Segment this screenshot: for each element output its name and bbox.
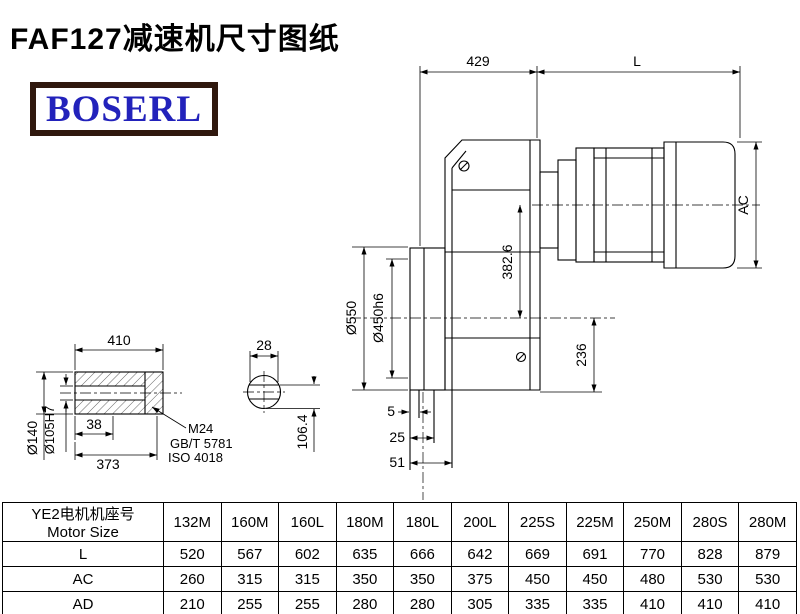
motor-size-header-cn: YE2电机机座号 <box>31 506 135 523</box>
table-cell: 642 <box>450 541 510 567</box>
table-cell: 669 <box>508 541 567 567</box>
table-cell: 450 <box>508 566 567 592</box>
dim-410-label: 410 <box>107 332 131 348</box>
table-cell: 666 <box>393 541 452 567</box>
table-cell: 567 <box>220 541 280 567</box>
table-cell: 260 <box>163 566 222 592</box>
table-cell: 305 <box>450 591 510 614</box>
table-cell: 255 <box>278 591 337 614</box>
dim-140-label: Ø140 <box>24 421 40 455</box>
column-header-280S: 280S <box>680 502 740 542</box>
dim-5-label: 5 <box>387 403 395 419</box>
table-cell: 480 <box>623 566 682 592</box>
table-cell: 350 <box>335 566 395 592</box>
table-cell: 315 <box>220 566 280 592</box>
hollow-shaft <box>74 371 164 415</box>
main-view: 429 L AC 382.6 236 Ø550 <box>343 53 762 500</box>
column-header-225M: 225M <box>565 502 625 542</box>
dim-429-label: 429 <box>466 53 490 69</box>
fan-cover <box>663 141 736 269</box>
row-label-L: L <box>2 541 164 567</box>
dim-51-label: 51 <box>389 454 405 470</box>
brand-logo: BOSERL <box>30 82 218 136</box>
dim-28-label: 28 <box>256 337 272 353</box>
table-cell: 410 <box>623 591 682 614</box>
table-cell: 828 <box>680 541 740 567</box>
column-header-280M: 280M <box>738 502 797 542</box>
dim-550-label: Ø550 <box>343 301 359 335</box>
gearbox-housing <box>444 139 541 391</box>
table-cell: 335 <box>508 591 567 614</box>
shaft-detail-view: 410 38 373 Ø140 <box>24 332 320 472</box>
dim-236-label: 236 <box>573 343 589 367</box>
table-cell: 879 <box>738 541 797 567</box>
bolt-icon <box>515 351 527 363</box>
dim-373-label: 373 <box>96 456 120 472</box>
table-cell: 410 <box>738 591 797 614</box>
table-cell: 350 <box>393 566 452 592</box>
page-title: FAF127减速机尺寸图纸 <box>10 23 340 56</box>
center-lines <box>350 204 760 500</box>
dim-L-label: L <box>633 53 641 69</box>
output-flange <box>409 247 453 470</box>
column-header-250M: 250M <box>623 502 682 542</box>
brand-logo-text: BOSERL <box>45 88 203 130</box>
column-header-225S: 225S <box>508 502 567 542</box>
table-cell: 210 <box>163 591 222 614</box>
shaft-end-view: 28 106.4 <box>243 337 320 452</box>
row-label-AC: AC <box>2 566 164 592</box>
table-cell: 691 <box>565 541 625 567</box>
column-header-180M: 180M <box>335 502 395 542</box>
table-cell: 375 <box>450 566 510 592</box>
table-cell: 255 <box>220 591 280 614</box>
motor-size-header-en: Motor Size <box>47 524 119 541</box>
note-gbt-5781: GB/T 5781 <box>170 436 233 451</box>
dim-25-label: 25 <box>389 429 405 445</box>
dim-105h7-label: Ø105H7 <box>42 406 57 454</box>
table-cell: 602 <box>278 541 337 567</box>
dim-106-4-label: 106.4 <box>294 414 310 449</box>
column-header-160L: 160L <box>278 502 337 542</box>
column-header-160M: 160M <box>220 502 280 542</box>
table-cell: 315 <box>278 566 337 592</box>
note-iso-4018: ISO 4018 <box>168 450 223 465</box>
table-cell: 530 <box>738 566 797 592</box>
column-header-132M: 132M <box>163 502 222 542</box>
column-header-180L: 180L <box>393 502 452 542</box>
table-cell: 530 <box>680 566 740 592</box>
table-cell: 450 <box>565 566 625 592</box>
table-cell: 335 <box>565 591 625 614</box>
motor-size-header: YE2电机机座号 Motor Size <box>2 502 164 542</box>
table-cell: 520 <box>163 541 222 567</box>
table-cell: 770 <box>623 541 682 567</box>
bolt-icon <box>458 160 470 172</box>
table-cell: 280 <box>393 591 452 614</box>
dim-450h6-label: Ø450h6 <box>370 293 386 343</box>
dim-382-6-label: 382.6 <box>499 244 515 279</box>
dim-AC-label: AC <box>735 195 751 214</box>
column-header-200L: 200L <box>450 502 510 542</box>
note-m24: M24 <box>188 421 213 436</box>
motor <box>539 141 736 269</box>
main-dimensions: 429 L AC 382.6 236 Ø550 <box>343 53 762 470</box>
row-label-AD: AD <box>2 591 164 614</box>
table-cell: 635 <box>335 541 395 567</box>
dim-38-label: 38 <box>86 416 102 432</box>
table-cell: 410 <box>680 591 740 614</box>
table-cell: 280 <box>335 591 395 614</box>
dimension-drawing: 429 L AC 382.6 236 Ø550 <box>24 53 762 500</box>
shaft-dimensions: 410 38 373 Ø140 <box>24 332 233 472</box>
